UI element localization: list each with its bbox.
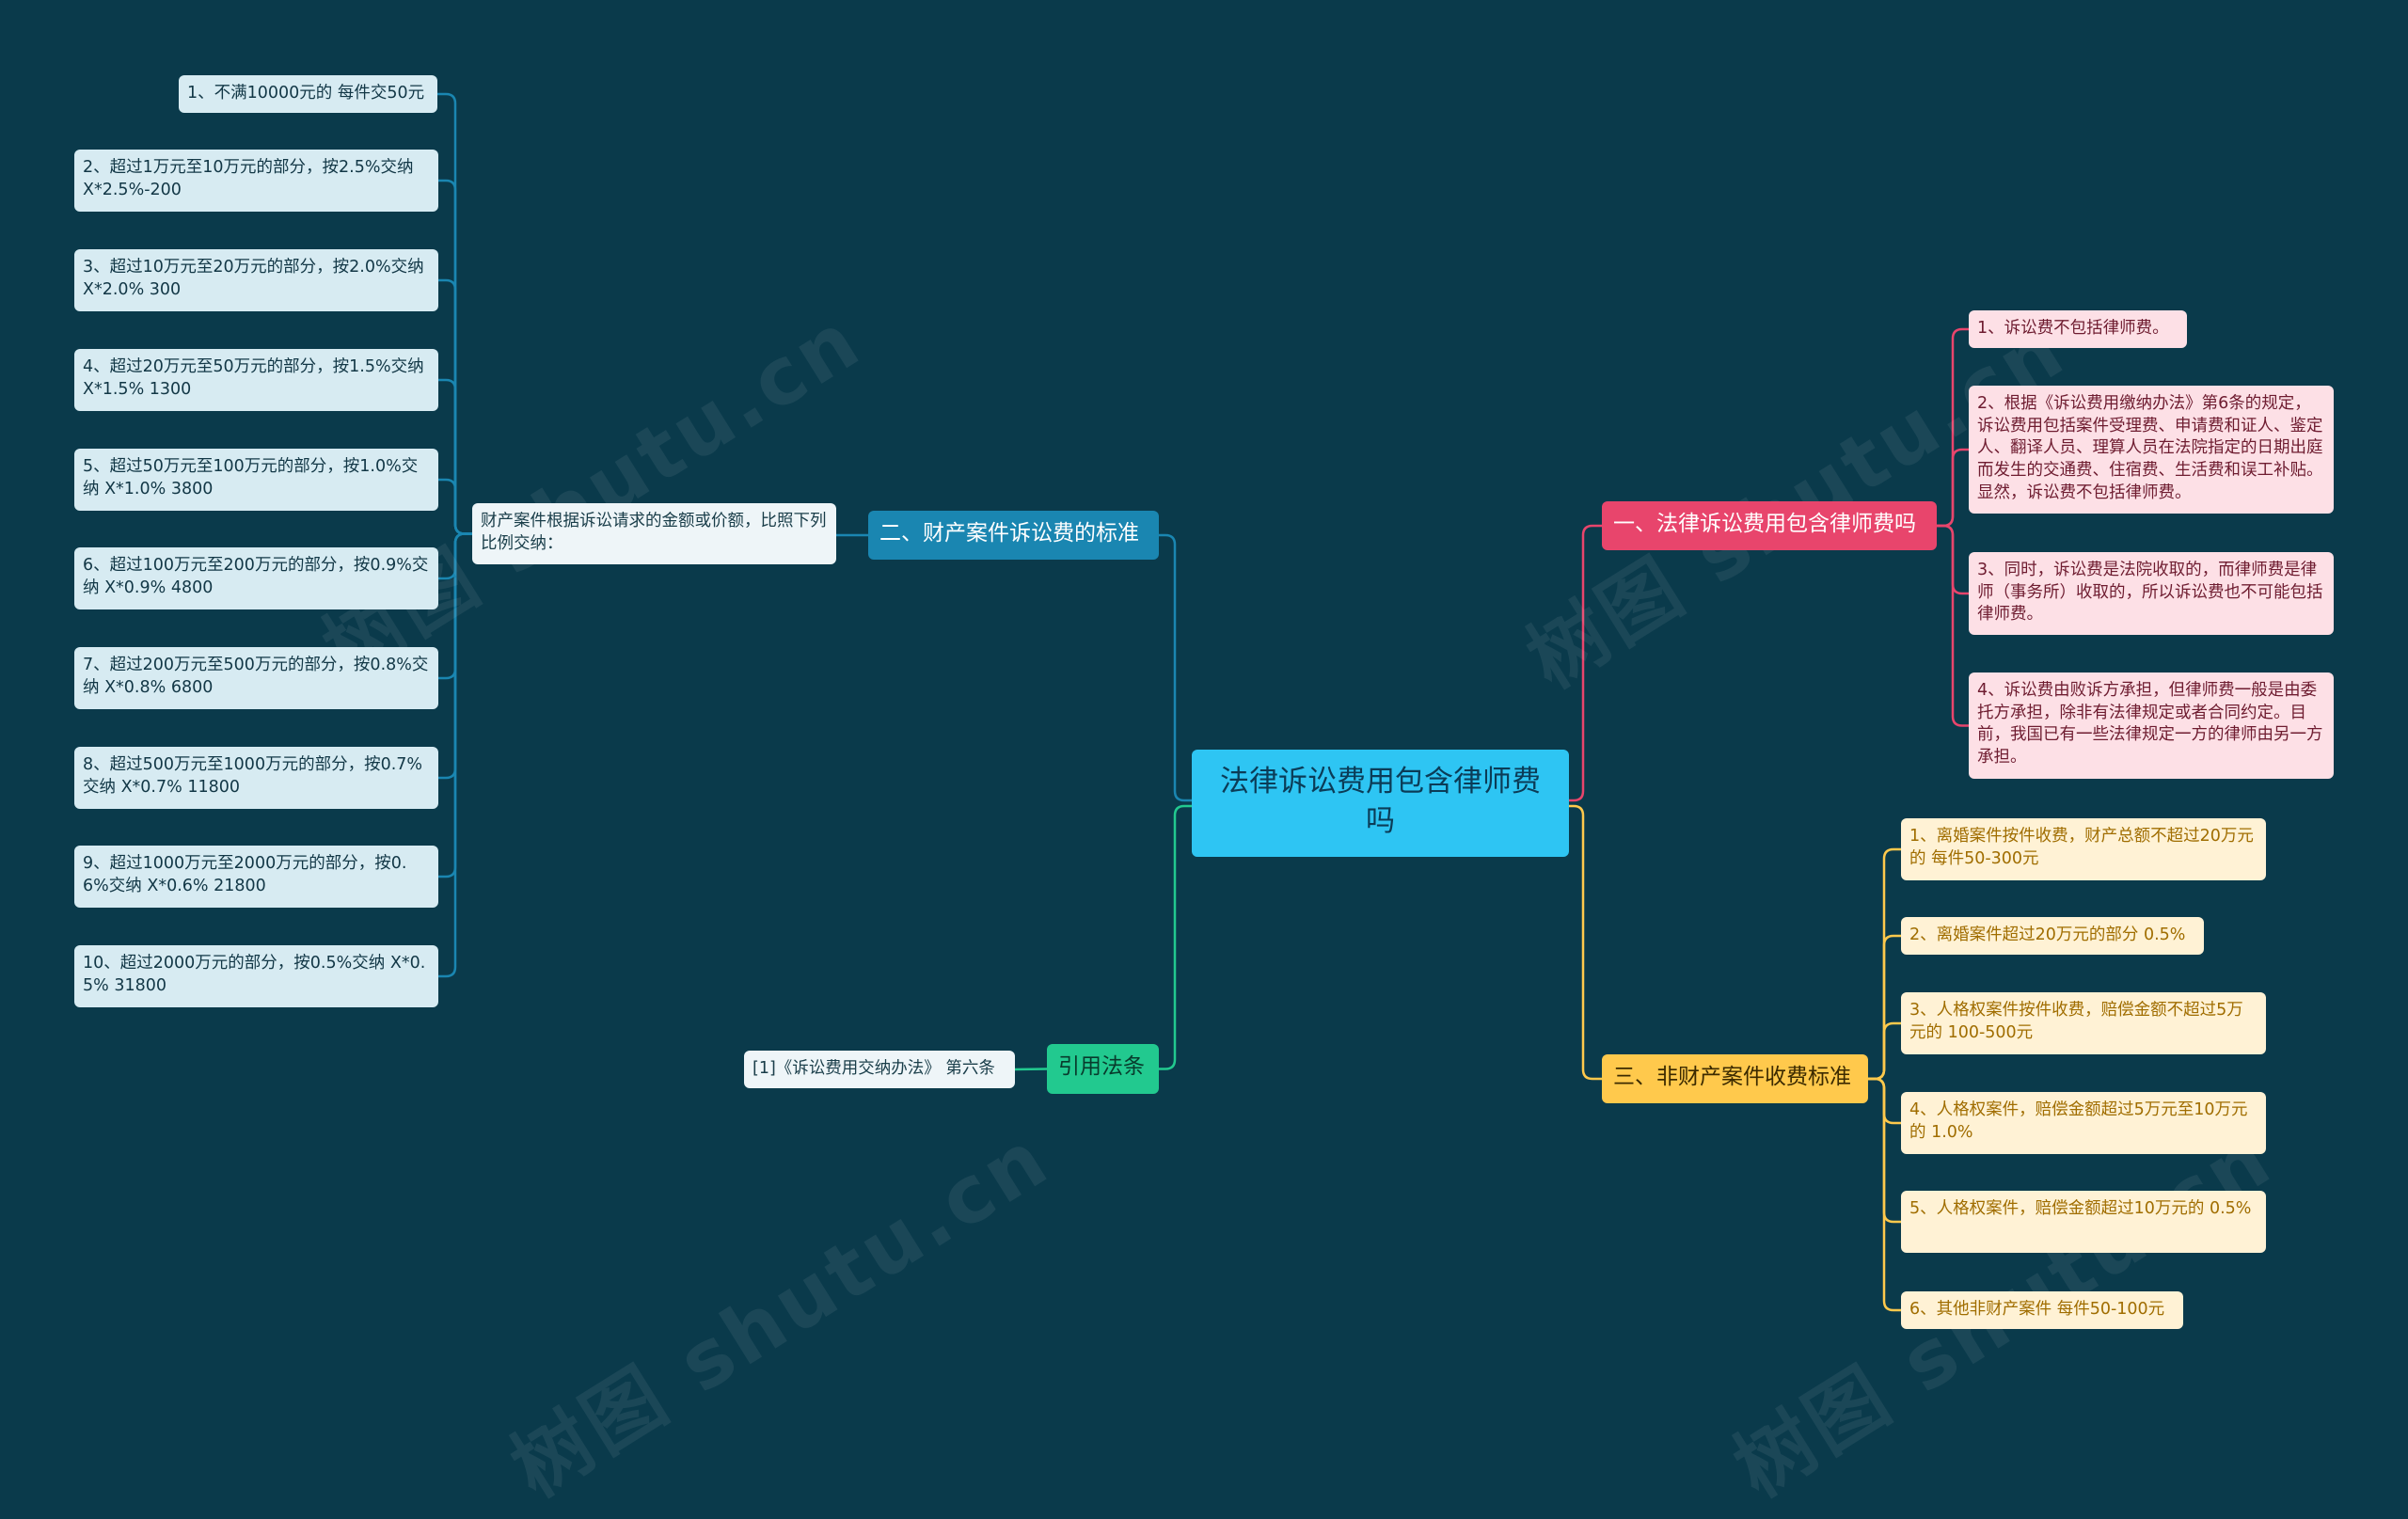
branch-lawyer-fee[interactable]: 一、法律诉讼费用包含律师费吗 — [1602, 501, 1937, 550]
leaf-node[interactable]: 1、不满10000元的 每件交50元 — [179, 75, 437, 113]
intro-text: 财产案件根据诉讼请求的金额或价额，比照下列比例交纳： — [481, 512, 827, 553]
leaf-text: 3、超过10万元至20万元的部分，按2.0%交纳 X*2.0% 300 — [83, 258, 424, 299]
leaf-text: 6、超过100万元至200万元的部分，按0.9%交纳 X*0.9% 4800 — [83, 556, 429, 597]
leaf-text: 1、诉讼费不包括律师费。 — [1977, 319, 2169, 338]
leaf-node[interactable]: 1、离婚案件按件收费，财产总额不超过20万元的 每件50-300元 — [1901, 818, 2266, 880]
leaf-node[interactable]: 2、离婚案件超过20万元的部分 0.5% — [1901, 917, 2204, 955]
branch-label: 一、法律诉讼费用包含律师费吗 — [1613, 512, 1916, 536]
leaf-node[interactable]: 7、超过200万元至500万元的部分，按0.8%交纳 X*0.8% 6800 — [74, 647, 438, 709]
leaf-text: 5、超过50万元至100万元的部分，按1.0%交纳 X*1.0% 3800 — [83, 457, 419, 498]
leaf-node[interactable]: 9、超过1000万元至2000万元的部分，按0.6%交纳 X*0.6% 2180… — [74, 846, 438, 908]
leaf-node[interactable]: 5、人格权案件，赔偿金额超过10万元的 0.5% — [1901, 1191, 2266, 1253]
mind-map-canvas: 树图 shutu.cn 树图 shutu.cn 树图 shutu.cn 树图 s… — [74, 75, 2334, 1514]
leaf-text: 2、离婚案件超过20万元的部分 0.5% — [1909, 926, 2186, 944]
leaf-node[interactable]: [1]《诉讼费用交纳办法》 第六条 — [744, 1051, 1015, 1088]
leaf-text: 10、超过2000万元的部分，按0.5%交纳 X*0.5% 31800 — [83, 954, 426, 995]
leaf-text: 3、同时，诉讼费是法院收取的，而律师费是律师（事务所）收取的，所以诉讼费也不可能… — [1977, 561, 2323, 625]
leaf-node[interactable]: 10、超过2000万元的部分，按0.5%交纳 X*0.5% 31800 — [74, 945, 438, 1007]
leaf-node[interactable]: 1、诉讼费不包括律师费。 — [1969, 310, 2187, 348]
leaf-text: 1、离婚案件按件收费，财产总额不超过20万元的 每件50-300元 — [1909, 827, 2254, 868]
branch-cited-law[interactable]: 引用法条 — [1047, 1044, 1159, 1094]
central-topic-label: 法律诉讼费用包含律师费吗 — [1220, 765, 1541, 838]
central-topic[interactable]: 法律诉讼费用包含律师费吗 — [1192, 750, 1569, 857]
leaf-node[interactable]: 6、其他非财产案件 每件50-100元 — [1901, 1291, 2183, 1329]
leaf-node[interactable]: 3、人格权案件按件收费，赔偿金额不超过5万元的 100-500元 — [1901, 992, 2266, 1054]
leaf-text: 2、超过1万元至10万元的部分，按2.5%交纳 X*2.5%-200 — [83, 158, 414, 199]
leaf-text: [1]《诉讼费用交纳办法》 第六条 — [752, 1059, 995, 1078]
leaf-node[interactable]: 8、超过500万元至1000万元的部分，按0.7%交纳 X*0.7% 11800 — [74, 747, 438, 809]
leaf-text: 3、人格权案件按件收费，赔偿金额不超过5万元的 100-500元 — [1909, 1001, 2243, 1042]
leaf-node[interactable]: 3、超过10万元至20万元的部分，按2.0%交纳 X*2.0% 300 — [74, 249, 438, 311]
leaf-text: 5、人格权案件，赔偿金额超过10万元的 0.5% — [1909, 1199, 2252, 1218]
leaf-node[interactable]: 3、同时，诉讼费是法院收取的，而律师费是律师（事务所）收取的，所以诉讼费也不可能… — [1969, 552, 2334, 635]
leaf-text: 4、超过20万元至50万元的部分，按1.5%交纳 X*1.5% 1300 — [83, 357, 424, 399]
leaf-text: 9、超过1000万元至2000万元的部分，按0.6%交纳 X*0.6% 2180… — [83, 854, 407, 895]
leaf-node[interactable]: 2、超过1万元至10万元的部分，按2.5%交纳 X*2.5%-200 — [74, 150, 438, 212]
leaf-text: 4、诉讼费由败诉方承担，但律师费一般是由委托方承担，除非有法律规定或者合同约定。… — [1977, 681, 2323, 767]
leaf-text: 2、根据《诉讼费用缴纳办法》第6条的规定，诉讼费用包括案件受理费、申请费和证人、… — [1977, 394, 2323, 502]
leaf-text: 1、不满10000元的 每件交50元 — [187, 84, 425, 103]
branch-label: 二、财产案件诉讼费的标准 — [879, 521, 1139, 546]
leaf-node[interactable]: 2、根据《诉讼费用缴纳办法》第6条的规定，诉讼费用包括案件受理费、申请费和证人、… — [1969, 386, 2334, 514]
intro-node[interactable]: 财产案件根据诉讼请求的金额或价额，比照下列比例交纳： — [472, 503, 836, 564]
watermark: 树图 shutu.cn — [496, 1111, 1066, 1515]
leaf-node[interactable]: 6、超过100万元至200万元的部分，按0.9%交纳 X*0.9% 4800 — [74, 547, 438, 609]
leaf-text: 6、其他非财产案件 每件50-100元 — [1909, 1300, 2165, 1319]
leaf-node[interactable]: 4、人格权案件，赔偿金额超过5万元至10万元的 1.0% — [1901, 1092, 2266, 1154]
leaf-text: 7、超过200万元至500万元的部分，按0.8%交纳 X*0.8% 6800 — [83, 656, 429, 697]
leaf-node[interactable]: 4、超过20万元至50万元的部分，按1.5%交纳 X*1.5% 1300 — [74, 349, 438, 411]
branch-label: 引用法条 — [1058, 1054, 1145, 1079]
leaf-text: 8、超过500万元至1000万元的部分，按0.7%交纳 X*0.7% 11800 — [83, 755, 423, 797]
branch-property-case-standard[interactable]: 二、财产案件诉讼费的标准 — [868, 511, 1159, 560]
leaf-node[interactable]: 5、超过50万元至100万元的部分，按1.0%交纳 X*1.0% 3800 — [74, 449, 438, 511]
branch-label: 三、非财产案件收费标准 — [1613, 1065, 1851, 1089]
leaf-text: 4、人格权案件，赔偿金额超过5万元至10万元的 1.0% — [1909, 1100, 2248, 1142]
branch-non-property-standard[interactable]: 三、非财产案件收费标准 — [1602, 1054, 1868, 1103]
leaf-node[interactable]: 4、诉讼费由败诉方承担，但律师费一般是由委托方承担，除非有法律规定或者合同约定。… — [1969, 672, 2334, 779]
